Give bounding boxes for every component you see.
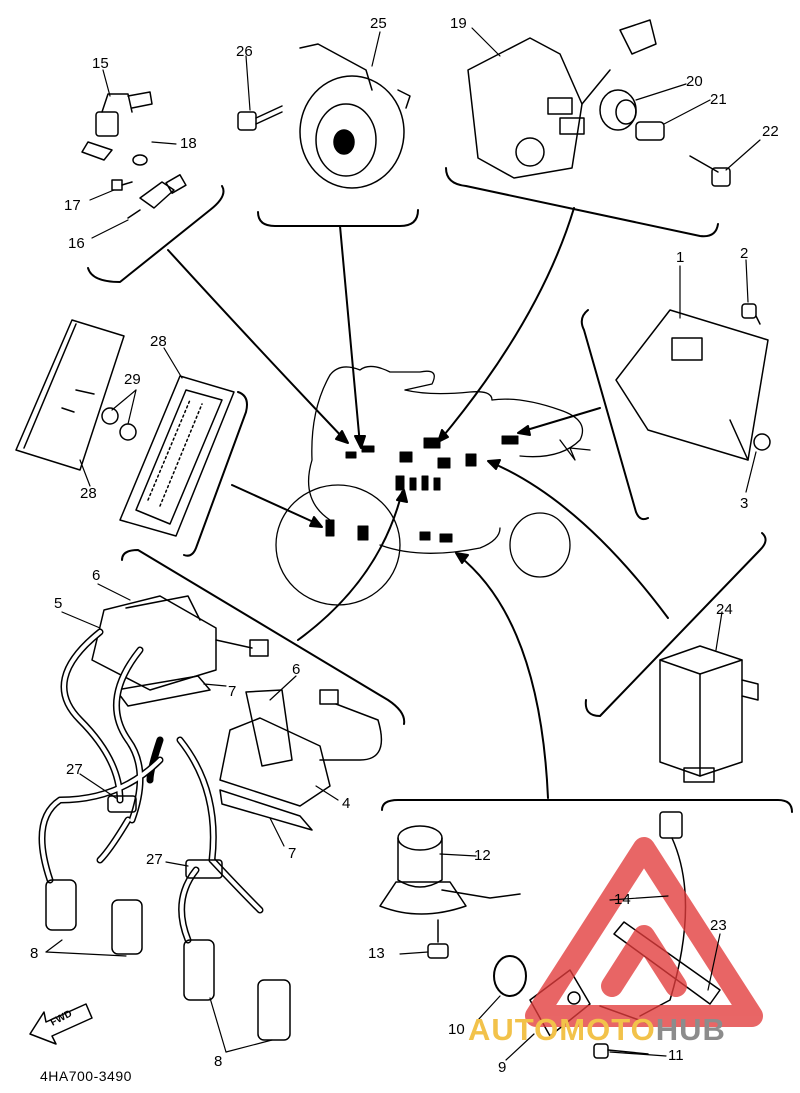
leader-ecu — [519, 407, 601, 433]
arrowhead — [455, 552, 469, 564]
arrowhead — [396, 489, 408, 503]
callout-28a: 28 — [150, 333, 167, 350]
callout-9: 9 — [498, 1059, 507, 1076]
group-frame-switch — [445, 167, 719, 238]
thermo-switch-15 — [81, 91, 153, 161]
leader-horn — [339, 225, 361, 446]
callout-1: 1 — [676, 249, 685, 266]
callout-13: 13 — [368, 945, 385, 962]
group-frame-sidestand — [381, 799, 793, 813]
arrowhead — [335, 430, 349, 444]
relay-24 — [659, 645, 759, 783]
collar-21 — [635, 121, 665, 141]
callout-17: 17 — [64, 197, 81, 214]
bolt-13 — [427, 919, 449, 959]
bolt-2 — [741, 303, 761, 325]
callout-leaders — [45, 27, 761, 1061]
bolt-22 — [689, 155, 731, 187]
watermark-logo — [525, 837, 763, 1027]
callout-25: 25 — [370, 15, 387, 32]
leader-switch — [439, 207, 575, 441]
callout-4: 4 — [342, 795, 351, 812]
callout-22: 22 — [762, 123, 779, 140]
callout-29: 29 — [124, 371, 141, 388]
arrowhead — [517, 425, 531, 436]
group-frame-coils — [121, 549, 406, 725]
callout-27a: 27 — [66, 761, 83, 778]
callout-23: 23 — [710, 917, 727, 934]
callout-18: 18 — [180, 135, 197, 152]
bolt-17 — [111, 179, 133, 191]
callout-8a: 8 — [30, 945, 39, 962]
watermark-part2: HUB — [655, 1012, 726, 1047]
callout-16: 16 — [68, 235, 85, 252]
plug-cables — [38, 628, 264, 944]
group-frame-horn — [257, 209, 419, 227]
ecu-1 — [615, 309, 769, 461]
callout-21: 21 — [710, 91, 727, 108]
callout-27b: 27 — [146, 851, 163, 868]
arrowhead — [309, 516, 323, 528]
callout-6b: 6 — [292, 661, 301, 678]
ignition-coil-4 — [219, 689, 383, 831]
group-frame-reflector — [183, 391, 248, 557]
reflector-28-right — [119, 375, 235, 537]
callout-8b: 8 — [214, 1053, 223, 1070]
leader-sensors — [167, 249, 346, 441]
leader-relay — [489, 461, 669, 619]
leader-reflector — [231, 484, 321, 526]
callout-15: 15 — [92, 55, 109, 72]
horn-25 — [299, 43, 411, 189]
callout-3: 3 — [740, 495, 749, 512]
watermark-text: AUTOMOTOHUB — [468, 1012, 726, 1048]
callout-7a: 7 — [228, 683, 237, 700]
o-ring-10 — [493, 955, 527, 997]
fwd-arrow-icon — [29, 1003, 93, 1045]
plug-cables-inner — [40, 630, 262, 942]
group-frame-sensors — [87, 185, 225, 283]
diagram-code: 4HA700-3490 — [40, 1068, 132, 1084]
callout-24: 24 — [716, 601, 733, 618]
watermark-part1: AUTOMOTO — [468, 1012, 656, 1047]
motorcycle-outline — [275, 365, 591, 606]
callout-6a: 6 — [92, 567, 101, 584]
callout-7b: 7 — [288, 845, 297, 862]
callout-26: 26 — [236, 43, 253, 60]
plug-cap-8 — [45, 879, 291, 1041]
callout-5: 5 — [54, 595, 63, 612]
arrowhead — [487, 459, 501, 470]
callout-10: 10 — [448, 1021, 465, 1038]
group-frame-ecu — [580, 309, 649, 521]
clamp-27 — [107, 795, 223, 879]
connector-cluster — [325, 435, 519, 543]
callout-14: 14 — [614, 891, 631, 908]
bolt-11 — [593, 1043, 649, 1059]
leader-sidestand — [457, 554, 549, 799]
callout-20: 20 — [686, 73, 703, 90]
group-frame-relay — [584, 532, 767, 717]
bolt-3 — [753, 433, 771, 451]
switch-body-19 — [467, 19, 657, 179]
callout-19: 19 — [450, 15, 467, 32]
callout-11: 11 — [668, 1047, 684, 1064]
washer-18 — [132, 154, 148, 166]
leader-coils — [297, 491, 403, 641]
bolt-26 — [237, 105, 283, 131]
arrowhead — [354, 435, 366, 449]
ignition-coil-5 — [91, 595, 269, 707]
callout-28b: 28 — [80, 485, 97, 502]
bushing-20 — [599, 89, 637, 131]
temp-sensor-16 — [127, 174, 187, 219]
callout-12: 12 — [474, 847, 491, 864]
callout-2: 2 — [740, 245, 749, 262]
sidestand-switch-12 — [379, 825, 521, 915]
reflector-28-left — [15, 319, 125, 471]
